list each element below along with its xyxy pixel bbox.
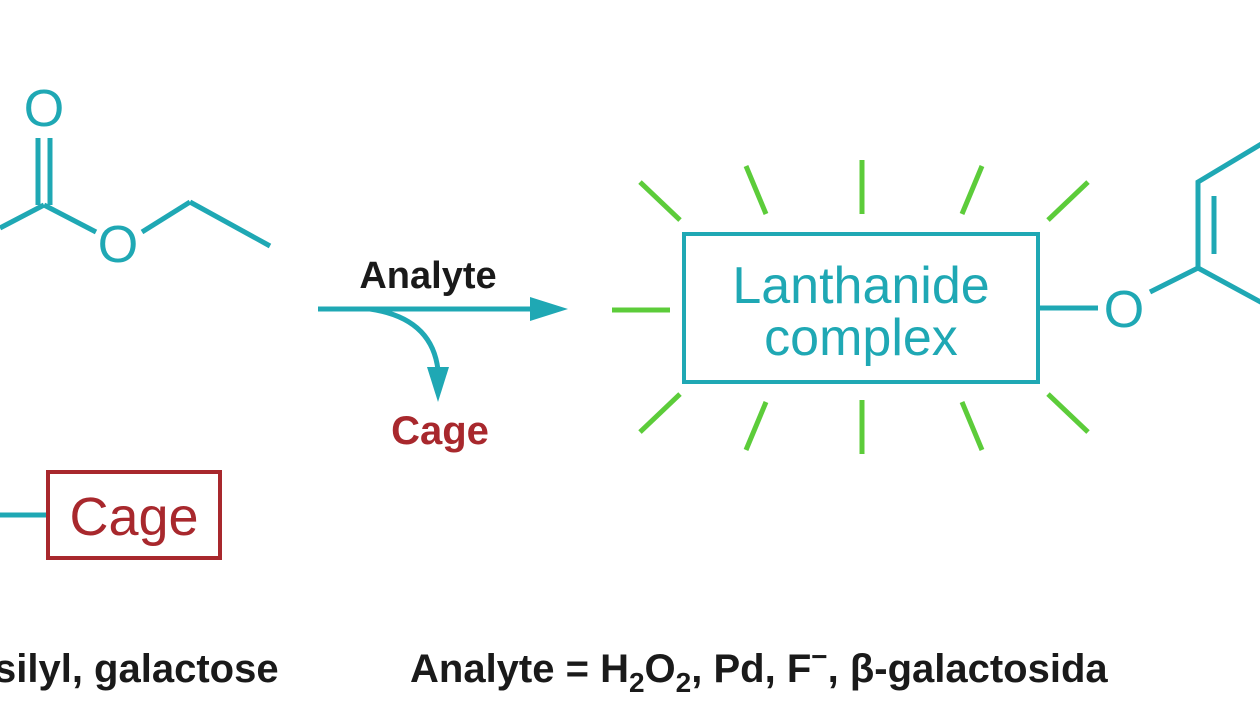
ray	[959, 401, 985, 451]
ray	[638, 180, 682, 222]
ray	[743, 165, 769, 215]
ray	[1046, 392, 1090, 434]
ray	[638, 392, 682, 434]
caption-superscript-minus: −	[811, 641, 827, 672]
caption-o-letter: O	[645, 647, 676, 691]
reaction-arrow-head	[530, 297, 568, 321]
bond-oxygen-to-ch2	[140, 199, 192, 235]
caption-analyte-tail: , β-galactosida	[828, 647, 1109, 691]
bond-left-to-carbonyl	[0, 202, 46, 231]
luminescence-rays	[612, 160, 1090, 454]
bond-carbon-to-ester-oxygen	[42, 202, 98, 235]
bond-oxygen-to-ring	[1148, 265, 1200, 295]
caption-analyte-list: Analyte = H2O2, Pd, F−, β-galactosida	[410, 641, 1108, 698]
product-complex: Lanthanide complex O	[612, 141, 1260, 454]
caption-left-fragment: silyl, galactose	[0, 647, 279, 691]
ether-oxygen: O	[1104, 281, 1144, 339]
bond-ch2-to-ch3	[188, 199, 272, 249]
aromatic-ring-lower-bond	[1196, 265, 1260, 305]
caption-analyte-rest: , Pd, F	[691, 647, 811, 691]
caption: silyl, galactose Analyte = H2O2, Pd, F−,…	[0, 641, 1108, 698]
ray	[959, 165, 985, 215]
cage-release-curve	[369, 306, 441, 371]
cage-release-arrow-head	[427, 367, 449, 402]
analyte-arrow-label: Analyte	[359, 255, 496, 297]
carbonyl-oxygen: O	[24, 80, 64, 138]
caption-subscript-2b: 2	[676, 667, 692, 698]
caption-analyte-prefix: Analyte = H	[410, 647, 629, 691]
lanthanide-complex-label-line1: Lanthanide	[732, 257, 989, 315]
lanthanide-complex-label-line2: complex	[764, 309, 958, 367]
cage-box-label: Cage	[69, 487, 198, 547]
left-molecule: O O Cage	[0, 80, 272, 560]
ester-oxygen: O	[98, 216, 138, 274]
cage-box	[46, 470, 222, 560]
aromatic-ring	[1195, 141, 1260, 268]
reaction-arrow-group: Analyte Cage	[318, 255, 568, 453]
ray	[1046, 180, 1090, 222]
caption-subscript-2a: 2	[629, 667, 645, 698]
released-cage-label: Cage	[391, 409, 489, 453]
ray	[743, 401, 769, 451]
